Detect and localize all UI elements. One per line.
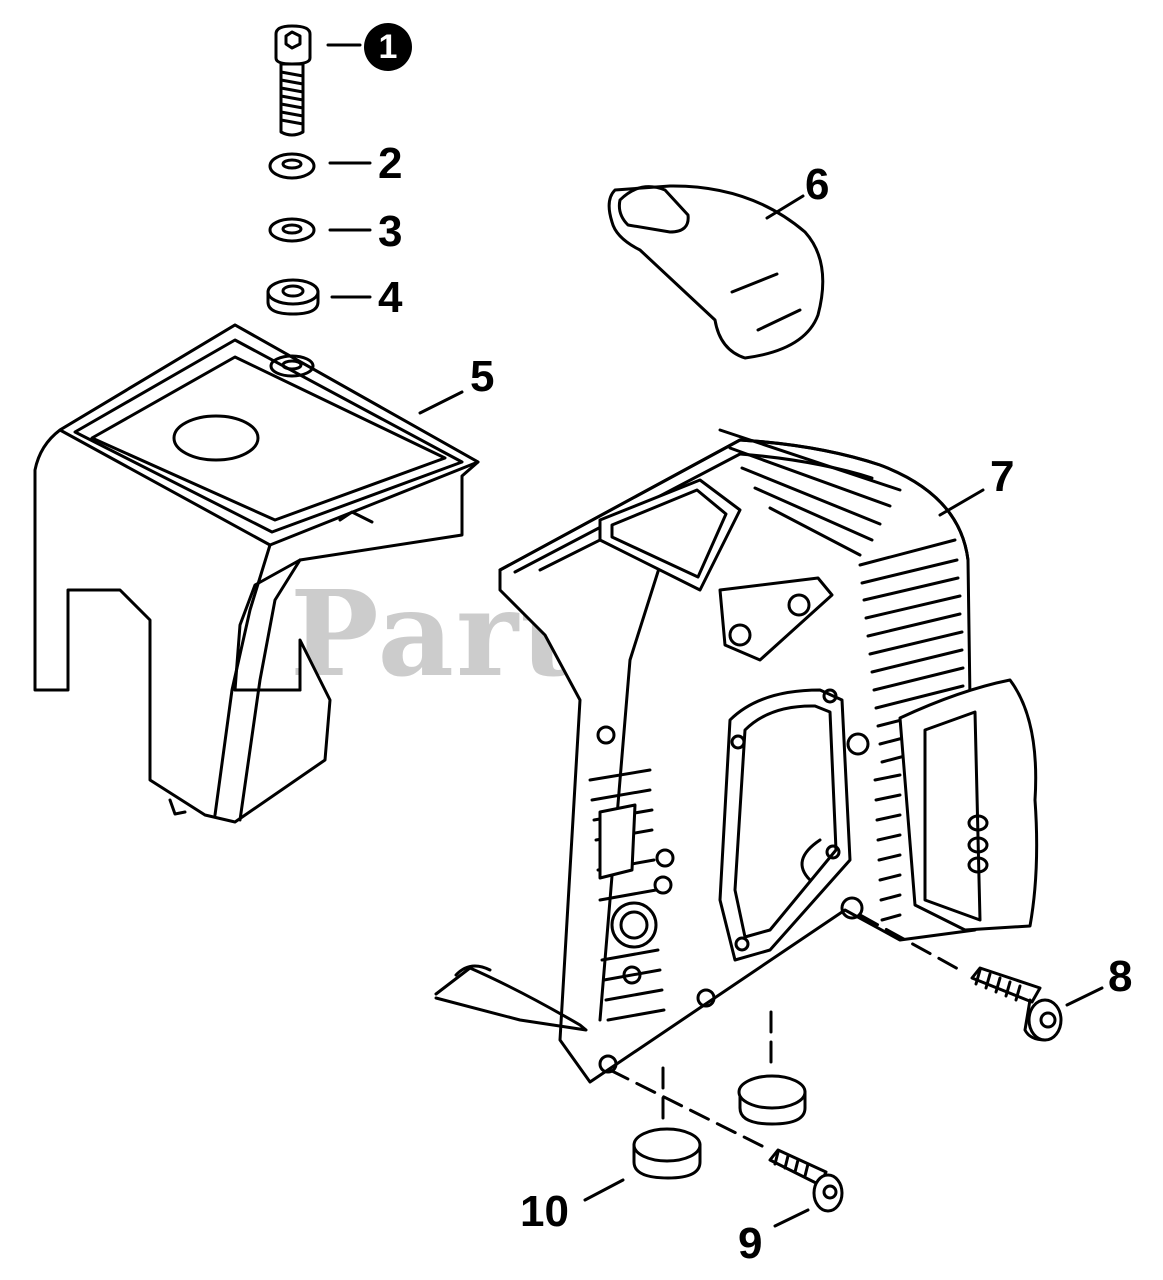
callout-6[interactable]: 6 [805,160,830,209]
leader-line-7 [938,488,985,517]
part-8-screw[interactable] [858,913,1104,1042]
callout-10[interactable]: 10 [520,1187,569,1236]
callout-9[interactable]: 9 [738,1219,763,1268]
callout-7[interactable]: 7 [990,452,1015,501]
part-7-engine-housing[interactable] [434,428,1039,1084]
callout-5[interactable]: 5 [470,352,495,401]
callout-2[interactable]: 2 [378,139,403,188]
part-6-cover-cap[interactable] [607,184,825,360]
callout-8[interactable]: 8 [1108,952,1133,1001]
callout-3[interactable]: 3 [378,207,403,256]
callout-4[interactable]: 4 [378,273,403,322]
leader-line-5 [418,390,464,415]
part-9-screw[interactable] [608,1068,844,1228]
part-1-cap-screw[interactable] [274,24,362,137]
callout-1[interactable]: 1 [364,23,412,71]
part-10-rubber-plug[interactable] [583,1010,807,1202]
part-2-lock-washer[interactable] [268,152,372,180]
part-5-shroud-cover[interactable] [33,323,480,824]
part-4-spacer[interactable] [266,278,372,316]
part-3-flat-washer[interactable] [268,217,372,243]
